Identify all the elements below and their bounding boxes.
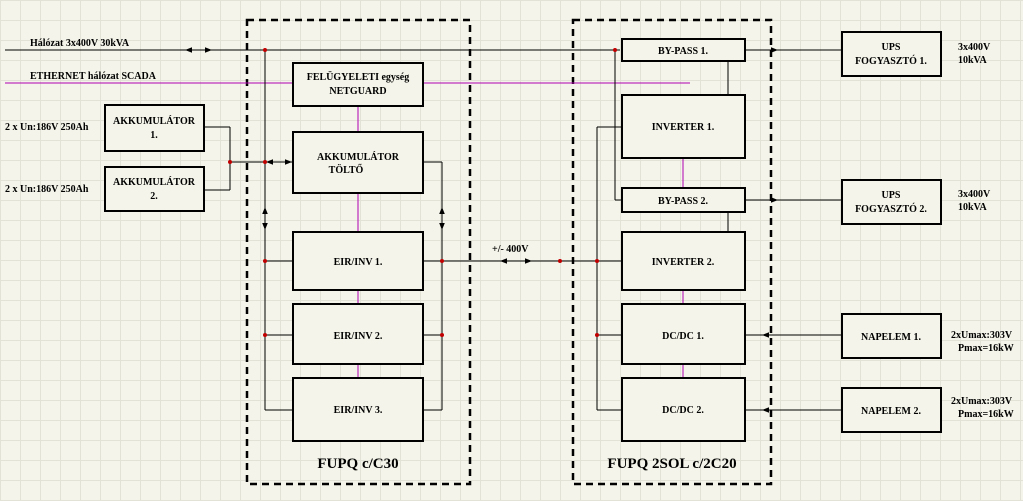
block-dcdc-1[interactable]: DC/DC 1. [621, 303, 746, 365]
block-label: AKKUMULÁTOR [113, 115, 196, 127]
label-ethernet: ETHERNET hálózat SCADA [30, 71, 157, 82]
block-bypass-2[interactable]: BY-PASS 2. [621, 187, 746, 213]
block-ups-load-2[interactable]: UPS FOGYASZTÓ 2. [841, 179, 942, 225]
label-battery-2-spec: 2 x Un:186V 250Ah [5, 184, 89, 195]
block-label: EIR/INV 3. [334, 405, 383, 416]
block-label: AKKUMULÁTOR [317, 151, 400, 163]
block-label: DC/DC 2. [662, 405, 704, 416]
block-label: NETGUARD [329, 86, 386, 97]
block-solar-2[interactable]: NAPELEM 2. [841, 387, 942, 433]
block-label: UPS [882, 190, 901, 201]
block-label: INVERTER 1. [652, 122, 715, 133]
block-label: EIR/INV 2. [334, 331, 383, 342]
block-charger[interactable]: AKKUMULÁTOR TÖLTŐ [292, 131, 424, 194]
junction-dots [228, 48, 617, 337]
group-title-fupq-2sol: FUPQ 2SOL c/2C20 [607, 456, 736, 472]
block-bypass-1[interactable]: BY-PASS 1. [621, 38, 746, 62]
label-dc-link: +/- 400V [492, 244, 529, 255]
block-label: FOGYASZTÓ 2. [855, 203, 927, 215]
block-dcdc-2[interactable]: DC/DC 2. [621, 377, 746, 442]
label-battery-1-spec: 2 x Un:186V 250Ah [5, 122, 89, 133]
block-label: BY-PASS 1. [658, 46, 709, 57]
frame-fupq-2sol [571, 18, 773, 486]
block-eir-inv-3[interactable]: EIR/INV 3. [292, 377, 424, 442]
block-eir-inv-2[interactable]: EIR/INV 2. [292, 303, 424, 365]
block-label: NAPELEM 1. [861, 332, 922, 343]
label-ups-2-power: 10kVA [958, 202, 987, 213]
block-label: BY-PASS 2. [658, 196, 709, 207]
block-label: DC/DC 1. [662, 331, 704, 342]
block-supervisor[interactable]: FELÜGYELETI egység NETGUARD [292, 62, 424, 107]
block-label: FOGYASZTÓ 1. [855, 55, 927, 67]
block-inverter-1[interactable]: INVERTER 1. [621, 94, 746, 159]
block-battery-2[interactable]: AKKUMULÁTOR 2. [104, 166, 205, 212]
label-solar-1-voltage: 2xUmax:303V [951, 330, 1013, 341]
block-ups-load-1[interactable]: UPS FOGYASZTÓ 1. [841, 31, 942, 77]
label-solar-2-voltage: 2xUmax:303V [951, 396, 1013, 407]
block-label: EIR/INV 1. [334, 257, 383, 268]
block-eir-inv-1[interactable]: EIR/INV 1. [292, 231, 424, 291]
block-label: INVERTER 2. [652, 257, 715, 268]
block-label: 1. [150, 130, 158, 141]
block-battery-1[interactable]: AKKUMULÁTOR 1. [104, 104, 205, 152]
label-grid: Hálózat 3x400V 30kVA [30, 38, 130, 49]
frame-fupq-c30 [245, 18, 472, 486]
block-label: NAPELEM 2. [861, 406, 922, 417]
block-label: AKKUMULÁTOR [113, 176, 196, 188]
label-solar-2-power: Pmax=16kW [958, 409, 1014, 420]
block-label: TÖLTŐ [329, 163, 364, 176]
block-inverter-2[interactable]: INVERTER 2. [621, 231, 746, 291]
group-title-fupq-c30: FUPQ c/C30 [317, 456, 398, 472]
block-solar-1[interactable]: NAPELEM 1. [841, 313, 942, 359]
block-label: FELÜGYELETI egység [307, 70, 410, 83]
label-ups-1-power: 10kVA [958, 55, 987, 66]
block-label: 2. [150, 191, 158, 202]
block-label: UPS [882, 42, 901, 53]
label-ups-1-voltage: 3x400V [958, 42, 991, 53]
label-ups-2-voltage: 3x400V [958, 189, 991, 200]
label-solar-1-power: Pmax=16kW [958, 343, 1014, 354]
